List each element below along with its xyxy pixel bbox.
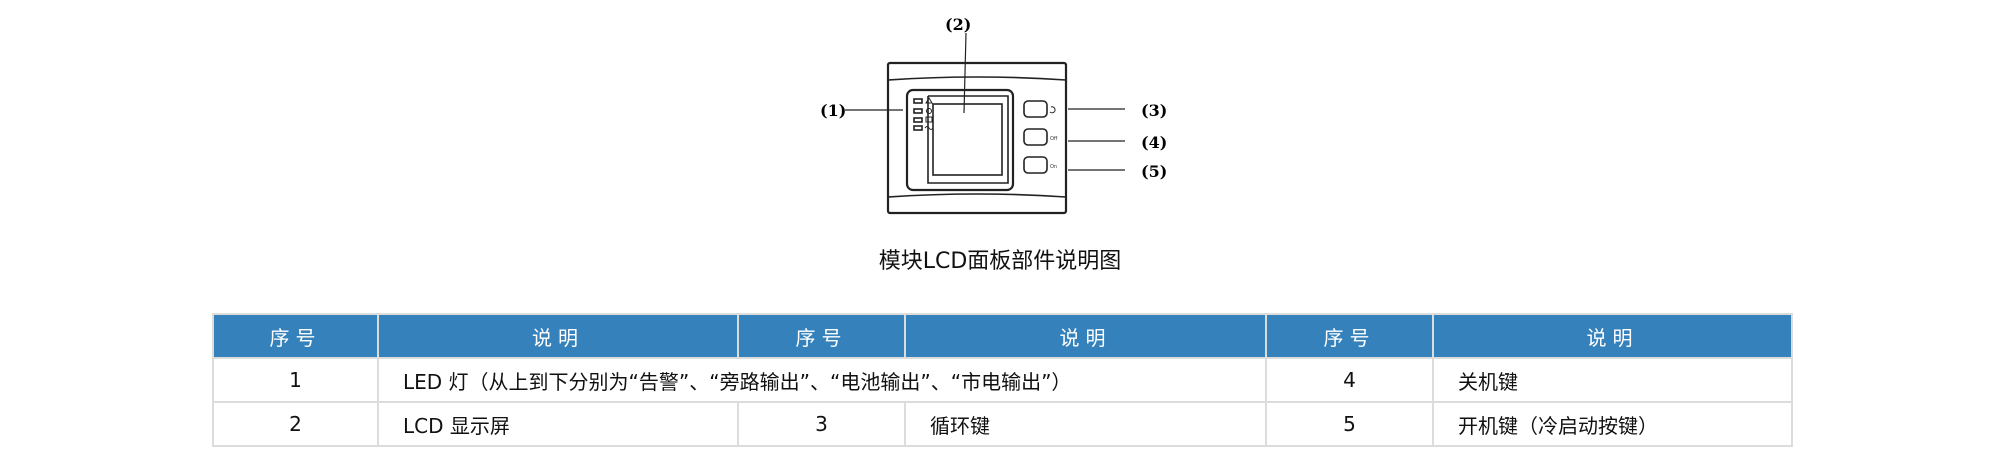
header-desc: 说明 xyxy=(904,313,1267,359)
cell-no: 3 xyxy=(737,401,906,447)
label-2: (2) xyxy=(945,15,971,34)
figure-caption: 模块LCD面板部件说明图 xyxy=(878,249,1122,274)
label-5: (5) xyxy=(1141,162,1167,181)
header-no: 序号 xyxy=(212,313,379,359)
cell-desc: LCD 显示屏 xyxy=(377,401,739,447)
header-desc: 说明 xyxy=(377,313,739,359)
cycle-icon xyxy=(1049,106,1056,114)
cell-desc: 开机键（冷启动按键） xyxy=(1432,401,1793,447)
parts-table: 序号 说明 序号 说明 序号 说明 1 LED 灯（从上到下分别为“告警”、“旁… xyxy=(212,313,1793,447)
header-no: 序号 xyxy=(737,313,906,359)
table-row: 2 LCD 显示屏 3 循环键 5 开机键（冷启动按键） xyxy=(212,401,1793,447)
cell-no: 4 xyxy=(1265,357,1434,403)
label-4: (4) xyxy=(1141,133,1167,152)
cell-no: 1 xyxy=(212,357,379,403)
on-button xyxy=(1023,156,1048,174)
table-row: 1 LED 灯（从上到下分别为“告警”、“旁路输出”、“电池输出”、“市电输出”… xyxy=(212,357,1793,403)
header-desc: 说明 xyxy=(1432,313,1793,359)
cycle-button xyxy=(1023,100,1048,118)
cell-desc: 循环键 xyxy=(904,401,1267,447)
led-indicators xyxy=(913,97,934,131)
button-mark-on: On xyxy=(1050,164,1057,170)
label-3: (3) xyxy=(1141,101,1167,120)
cell-no: 5 xyxy=(1265,401,1434,447)
lcd-display xyxy=(932,103,1003,176)
cell-desc: LED 灯（从上到下分别为“告警”、“旁路输出”、“电池输出”、“市电输出”） xyxy=(377,357,1267,403)
off-button xyxy=(1023,128,1048,146)
lcd-panel-diagram: Off On (1) (2) (3) (4) (5) xyxy=(820,15,1167,215)
header-no: 序号 xyxy=(1265,313,1434,359)
button-mark-off: Off xyxy=(1050,136,1058,142)
device-body xyxy=(886,61,1068,215)
screen-frame xyxy=(905,88,1015,192)
label-1: (1) xyxy=(820,101,846,120)
cell-no: 2 xyxy=(212,401,379,447)
table-header-row: 序号 说明 序号 说明 序号 说明 xyxy=(212,313,1793,359)
cell-desc: 关机键 xyxy=(1432,357,1793,403)
